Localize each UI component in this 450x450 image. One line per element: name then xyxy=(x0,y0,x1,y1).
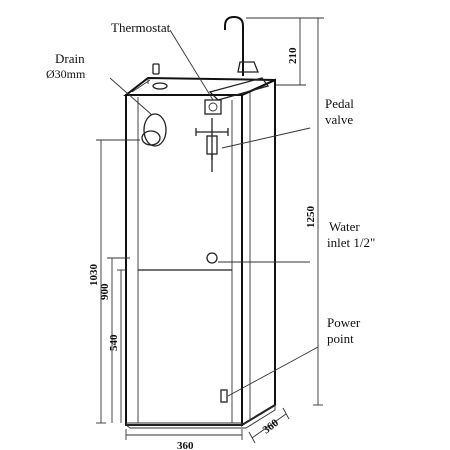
power-point-label-line1: Power xyxy=(327,315,361,330)
dim-power-height: 540 xyxy=(108,334,120,351)
drain-label: Drain xyxy=(55,51,85,66)
spout xyxy=(224,15,259,76)
water-inlet xyxy=(206,252,218,264)
thermostat-label: Thermostat xyxy=(111,20,171,35)
water-inlet-label-line2: inlet 1/2" xyxy=(327,235,375,250)
cabinet-front xyxy=(125,94,243,426)
pedal-valve-label-line1: Pedal xyxy=(325,96,354,111)
cabinet-top xyxy=(123,76,276,96)
drain-size-label: Ø30mm xyxy=(46,67,86,81)
dim-drain-height: 1030 xyxy=(88,264,100,287)
power-point xyxy=(220,389,228,403)
leader-lines xyxy=(109,29,319,397)
power-point-label-line2: point xyxy=(327,331,354,346)
cabinet xyxy=(123,76,276,429)
water-inlet-label-line1: Water xyxy=(329,219,360,234)
drain-fitting xyxy=(141,113,167,147)
dim-inlet-height: 900 xyxy=(99,283,111,300)
dim-width: 360 xyxy=(177,440,194,450)
pedal-valve-mechanism xyxy=(195,118,229,172)
basin xyxy=(152,63,270,101)
dimension-lines xyxy=(96,17,324,444)
dim-spout-height: 210 xyxy=(287,47,299,64)
thermostat-box xyxy=(204,99,222,115)
dim-total-height: 1250 xyxy=(305,206,317,229)
pedal-valve-label-line2: valve xyxy=(325,112,353,127)
